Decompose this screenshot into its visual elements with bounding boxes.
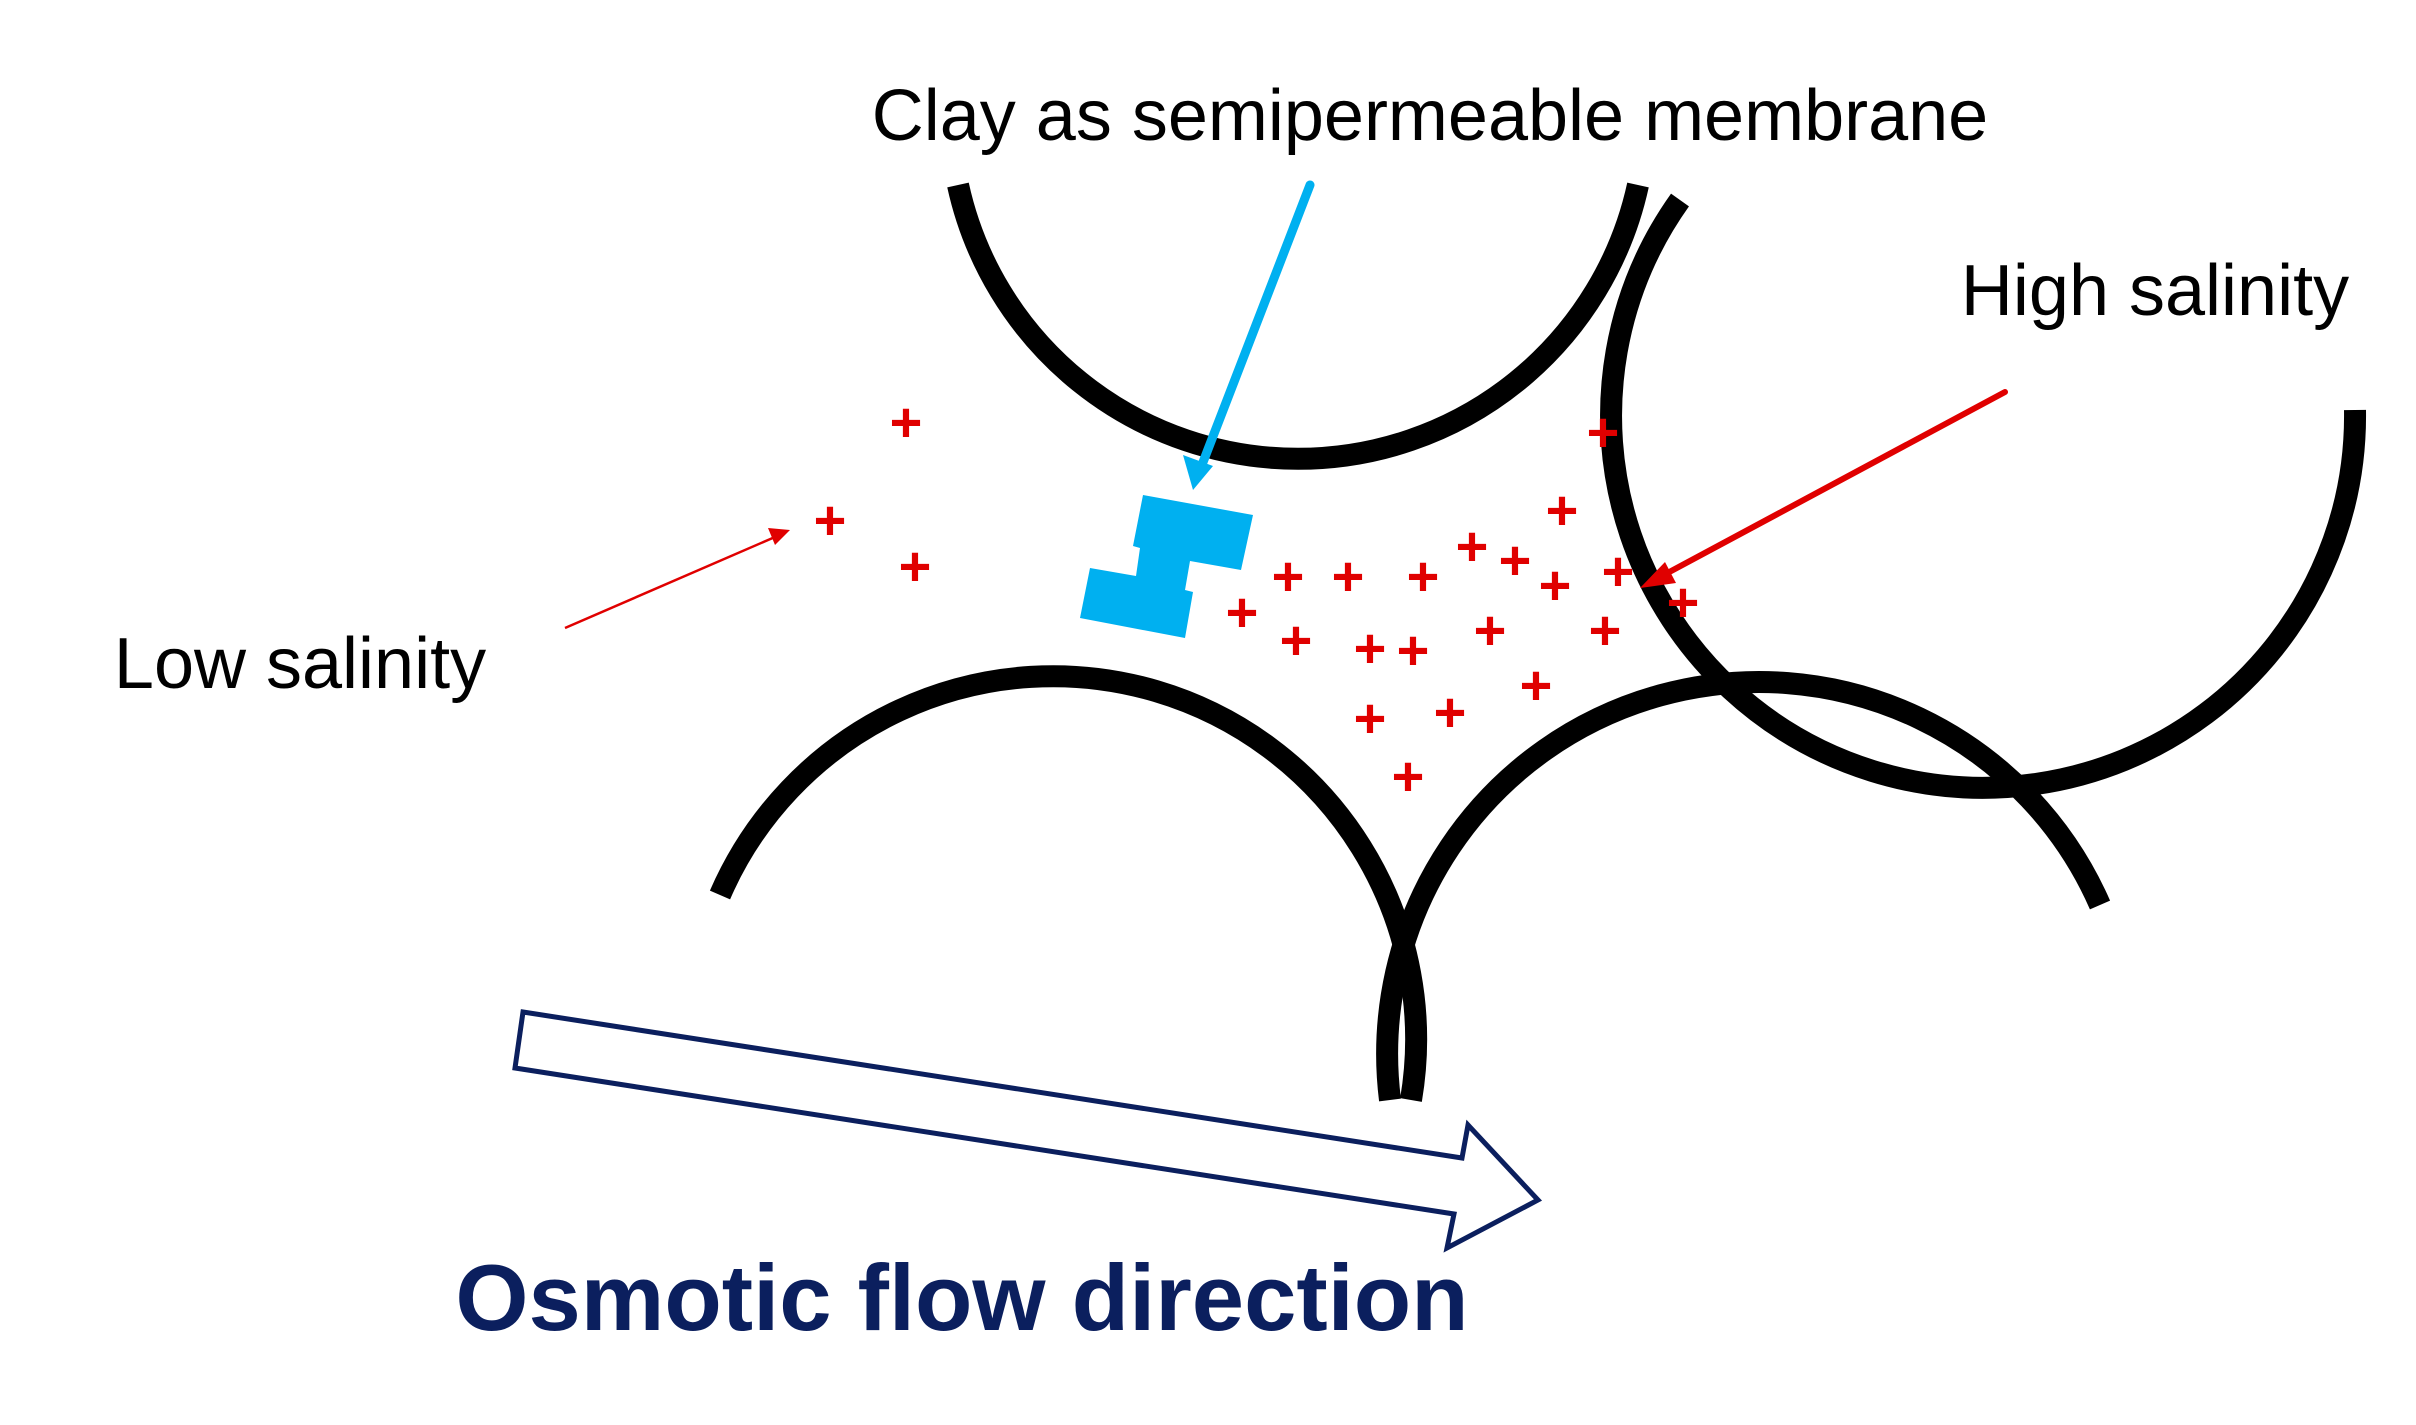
- high-salinity-ion-icon: +: [1407, 545, 1440, 608]
- flow-arrow-icon: [512, 1009, 1543, 1253]
- low-salinity-ion-icon: +: [814, 489, 847, 552]
- high-salinity-ions: ++++++++++++++++++++: [1226, 401, 1700, 808]
- clay-membrane: [1080, 495, 1253, 638]
- high-salinity-ion-icon: +: [1332, 545, 1365, 608]
- grain-bottom-left: [709, 665, 1428, 1102]
- high-salinity-ion-icon: +: [1587, 401, 1620, 464]
- low-salinity-ions: + + +: [814, 391, 932, 598]
- high-salinity-ion-icon: +: [1539, 554, 1572, 617]
- flow-direction-label: Osmotic flow direction: [455, 1245, 1468, 1350]
- low-salinity-label: Low salinity: [114, 624, 486, 704]
- high-salinity-ion-icon: +: [1546, 479, 1579, 542]
- grain-top: [947, 182, 1649, 470]
- high-salinity-ion-icon: +: [1397, 619, 1430, 682]
- high-salinity-ion-icon: +: [1226, 581, 1259, 644]
- high-salinity-ion-icon: +: [1272, 545, 1305, 608]
- grain-bottom-right: [1376, 671, 2111, 1102]
- membrane-pointer: [1183, 180, 1315, 490]
- high-salinity-ion-icon: +: [1474, 599, 1507, 662]
- membrane-label: Clay as semipermeable membrane: [872, 76, 1988, 156]
- high-salinity-ion-icon: +: [1434, 681, 1467, 744]
- high-salinity-ion-icon: +: [1520, 654, 1553, 717]
- sand-grains: [709, 182, 2367, 1102]
- high-salinity-ion-icon: +: [1354, 617, 1387, 680]
- high-salinity-ion-icon: +: [1602, 540, 1635, 603]
- low-salinity-pointer: [564, 528, 790, 630]
- high-salinity-ion-icon: +: [1354, 687, 1387, 750]
- high-salinity-pointer: [1640, 389, 2008, 588]
- clay-particle: [1080, 495, 1253, 638]
- high-salinity-ion-icon: +: [1667, 571, 1700, 634]
- grain-right: [1600, 193, 2367, 799]
- high-salinity-ion-icon: +: [1589, 599, 1622, 662]
- high-salinity-ion-icon: +: [1456, 515, 1489, 578]
- low-salinity-ion-icon: +: [890, 391, 923, 454]
- high-salinity-ion-icon: +: [1280, 609, 1313, 672]
- low-salinity-ion-icon: +: [899, 535, 932, 598]
- high-salinity-ion-icon: +: [1499, 529, 1532, 592]
- high-salinity-ion-icon: +: [1392, 745, 1425, 808]
- high-salinity-label: High salinity: [1961, 251, 2349, 331]
